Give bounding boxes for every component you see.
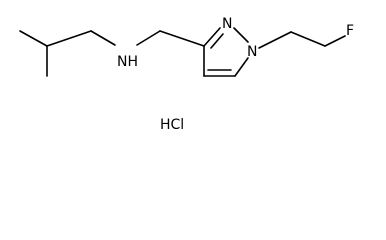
- fluoroethyl-group: [258, 31, 346, 49]
- pyrazole-ring: [203, 27, 249, 77]
- bond-ch2-f: [324, 35, 346, 47]
- isobutyl-group: [19, 30, 116, 77]
- bond-n1-c5: [234, 57, 249, 77]
- hcl-salt-label: HCl: [160, 117, 184, 133]
- pyrazole-n1-label: N: [247, 44, 257, 60]
- bond-ch2-nh: [90, 30, 116, 46]
- bond-ch3a-ch: [19, 30, 48, 47]
- fluorine-label: F: [346, 23, 354, 39]
- methylene-linker: [136, 30, 205, 47]
- bond-n1-ch2: [258, 31, 292, 49]
- bond-n2-n1: [233, 27, 249, 43]
- pyrazole-n2-label: N: [222, 16, 232, 32]
- bond-nh-ch2: [136, 30, 161, 46]
- amine-nh-label: NH: [117, 54, 138, 70]
- bond-c3-n2-inner: [210, 33, 224, 49]
- chemical-structure: NH N N F HCl: [19, 16, 354, 133]
- bond-ch2-c3: [159, 30, 205, 47]
- bond-ch2-ch2f: [290, 31, 326, 47]
- bond-c3-n2-outer: [203, 27, 221, 47]
- bond-ch-ch2: [46, 30, 92, 47]
